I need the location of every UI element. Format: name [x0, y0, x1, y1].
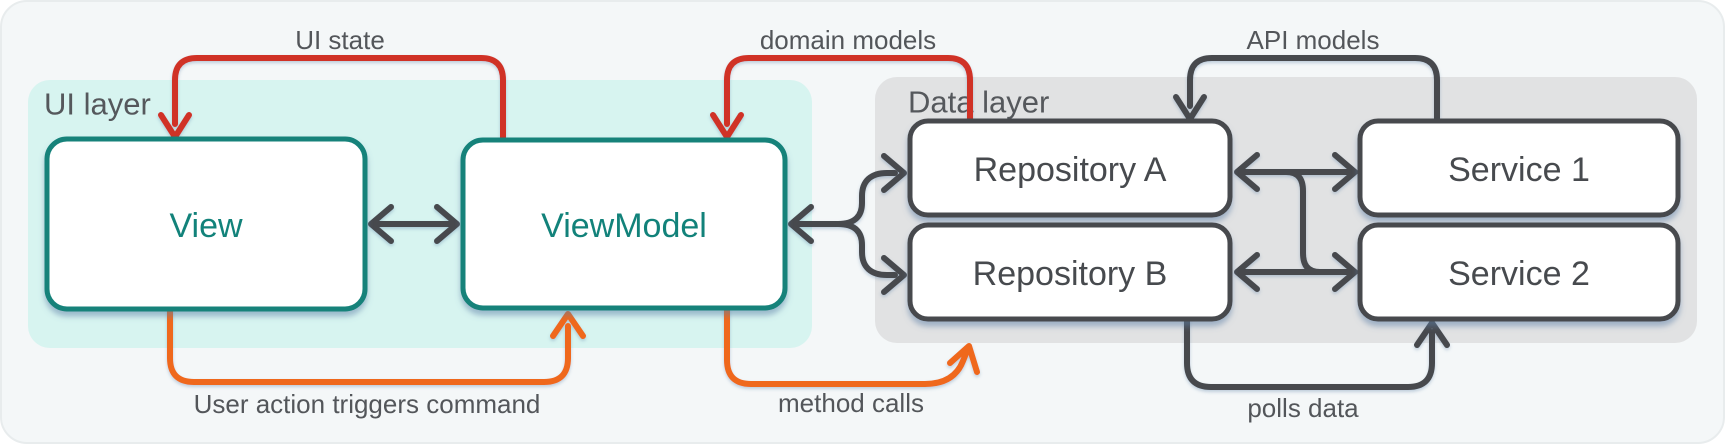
edge-label-ui-state: UI state — [295, 25, 385, 55]
arrowhead-right-icon — [1332, 252, 1358, 292]
edge-method-calls — [724, 305, 980, 387]
edge-services-cross-connector — [1283, 169, 1323, 275]
edge-label-polls-data: polls data — [1247, 393, 1359, 423]
arrowhead-up-icon — [1414, 320, 1450, 348]
service-1-box — [1357, 118, 1681, 218]
node-service-2: Service 2 — [1357, 222, 1681, 322]
arrowhead-left-icon — [788, 204, 814, 244]
arrowhead-right-icon — [1332, 152, 1358, 192]
arrowhead-right-icon — [881, 255, 907, 295]
data-layer-label: Data layer — [908, 85, 1049, 120]
edge-label-domain-models: domain models — [760, 25, 936, 55]
service-2-box — [1357, 222, 1681, 322]
edge-repo-b-service-2 — [1234, 252, 1358, 292]
node-repository-a: Repository A — [907, 118, 1233, 218]
node-viewmodel: ViewModel — [460, 137, 788, 311]
edge-view-viewmodel — [368, 204, 460, 244]
ui-layer-label: UI layer — [44, 87, 151, 122]
service-1-label: Service 1 — [1448, 151, 1590, 189]
viewmodel-label: ViewModel — [541, 207, 707, 245]
arrowhead-left-icon — [368, 204, 394, 244]
node-service-1: Service 1 — [1357, 118, 1681, 218]
view-box — [44, 136, 368, 312]
arrowhead-left-icon — [1234, 152, 1260, 192]
service-2-label: Service 2 — [1448, 255, 1590, 293]
view-label: View — [169, 207, 243, 245]
edge-label-api-models: API models — [1247, 25, 1380, 55]
edge-label-method-calls: method calls — [778, 388, 924, 418]
arrowhead-down-icon — [710, 112, 744, 140]
repository-b-box — [907, 222, 1233, 322]
edge-viewmodel-repositories — [788, 153, 907, 295]
edge-polls-data — [1184, 316, 1450, 390]
arrowhead-right-icon — [881, 153, 907, 193]
edge-user-action — [167, 306, 586, 385]
edge-domain-models — [710, 55, 973, 140]
arrowhead-up-icon — [947, 343, 980, 375]
repository-a-label: Repository A — [974, 151, 1167, 189]
viewmodel-box — [460, 137, 788, 311]
arrowhead-up-icon — [550, 311, 586, 339]
node-repository-b: Repository B — [907, 222, 1233, 322]
repository-b-label: Repository B — [973, 255, 1168, 293]
edge-label-user-action: User action triggers command — [194, 389, 541, 419]
repository-a-box — [907, 118, 1233, 218]
arrowhead-left-icon — [1234, 252, 1260, 292]
node-view: View — [44, 136, 368, 312]
arrowhead-right-icon — [434, 204, 460, 244]
